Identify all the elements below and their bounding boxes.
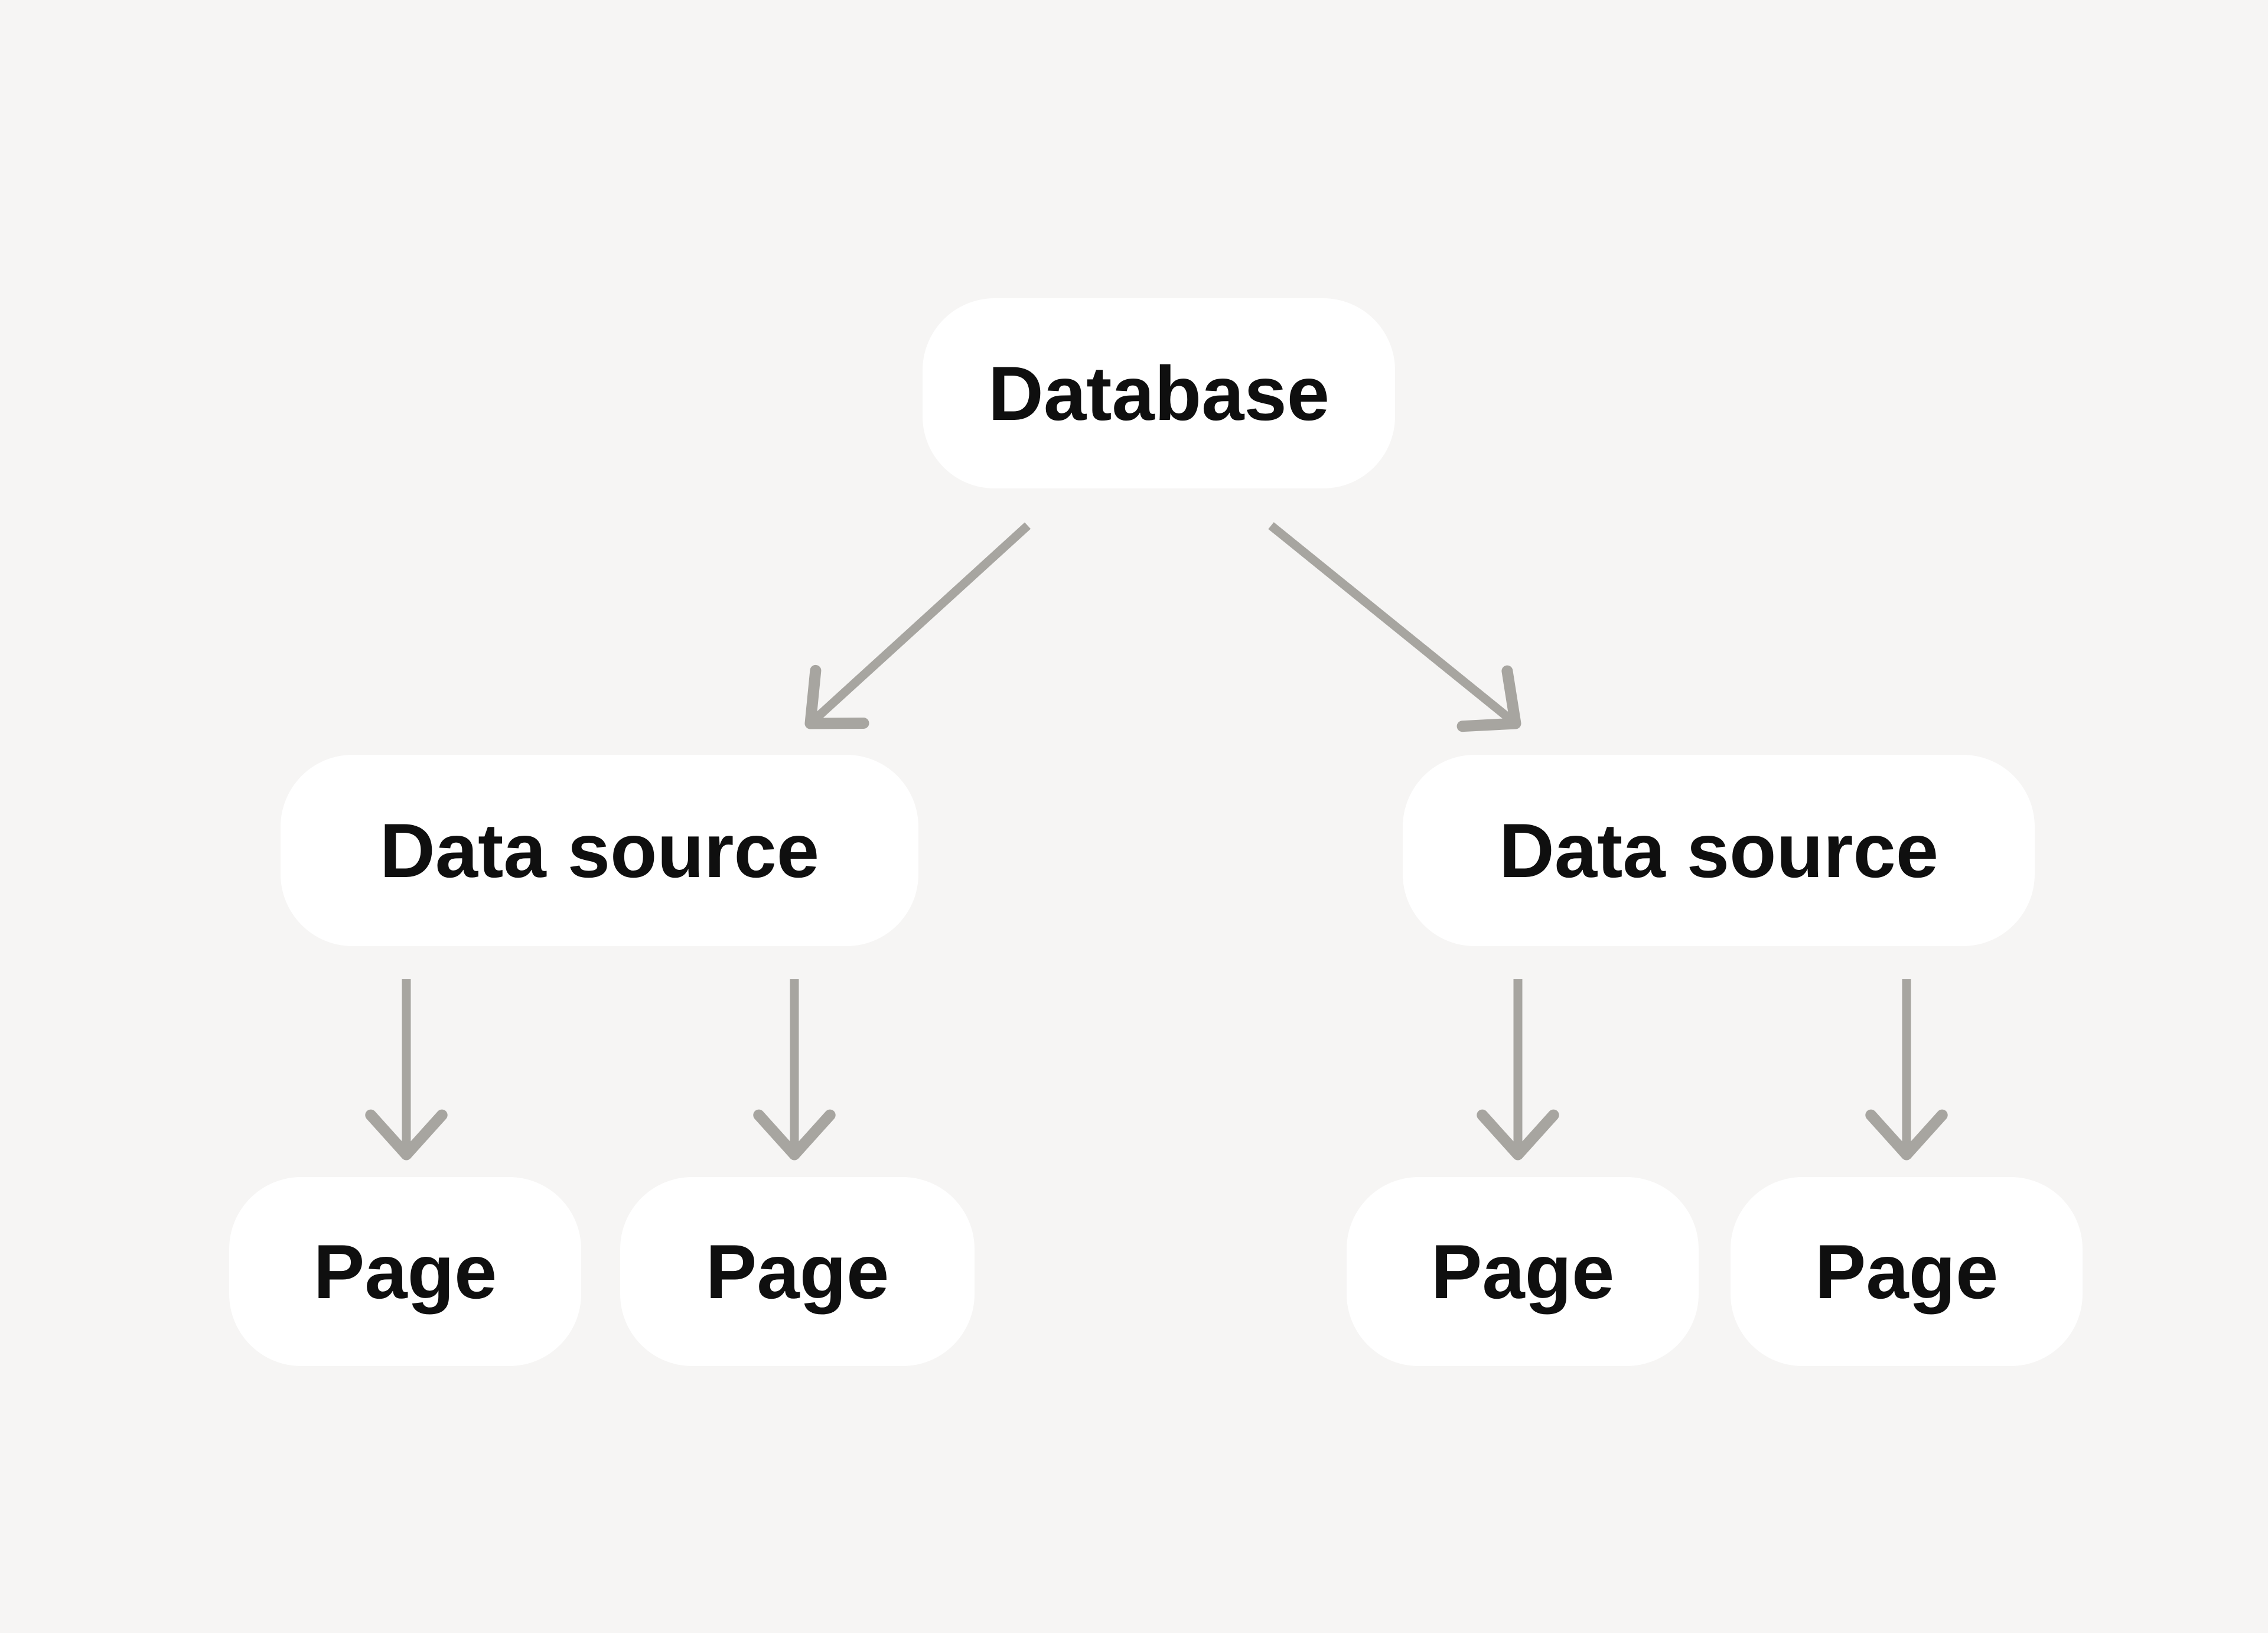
node-page-1-shape [229,1177,581,1366]
node-page-3-shape [1347,1177,1699,1366]
arrow-database-to-data-source-left [804,522,1031,729]
arrowhead-icon [1865,1109,1948,1161]
node-page-4: Page [1731,1177,2083,1366]
node-page-2: Page [620,1177,975,1366]
arrowhead-icon [1456,665,1521,732]
arrow-shaft [807,522,1031,727]
node-data-source-right-shape [1403,755,2035,946]
node-data-source-left: Data source [281,755,918,946]
arrow-shaft [1268,522,1518,727]
node-page-3-label: Page [1431,1228,1615,1315]
arrowhead-icon [753,1109,836,1161]
node-database: Database [923,298,1395,488]
node-page-3: Page [1347,1177,1699,1366]
node-data-source-left-label: Data source [380,807,819,894]
node-data-source-right-label: Data source [1499,807,1938,894]
arrow-data-source-right-to-page-3 [1477,979,1559,1161]
arrowhead-icon [365,1109,448,1161]
node-page-4-shape [1731,1177,2083,1366]
arrow-data-source-left-to-page-2 [753,979,836,1161]
node-data-source-right: Data source [1403,755,2035,946]
edges-layer [365,522,1948,1161]
node-page-2-label: Page [706,1228,889,1315]
arrow-database-to-data-source-right [1268,522,1521,732]
arrowhead-icon [804,664,869,729]
node-database-shape [923,298,1395,488]
arrowhead-icon [1477,1109,1559,1161]
node-database-label: Database [988,350,1329,436]
node-page-4-label: Page [1815,1228,1999,1315]
node-data-source-left-shape [281,755,918,946]
arrow-data-source-right-to-page-4 [1865,979,1948,1161]
node-page-2-shape [620,1177,975,1366]
node-page-1: Page [229,1177,581,1366]
node-page-1-label: Page [314,1228,497,1315]
arrow-data-source-left-to-page-1 [365,979,448,1161]
